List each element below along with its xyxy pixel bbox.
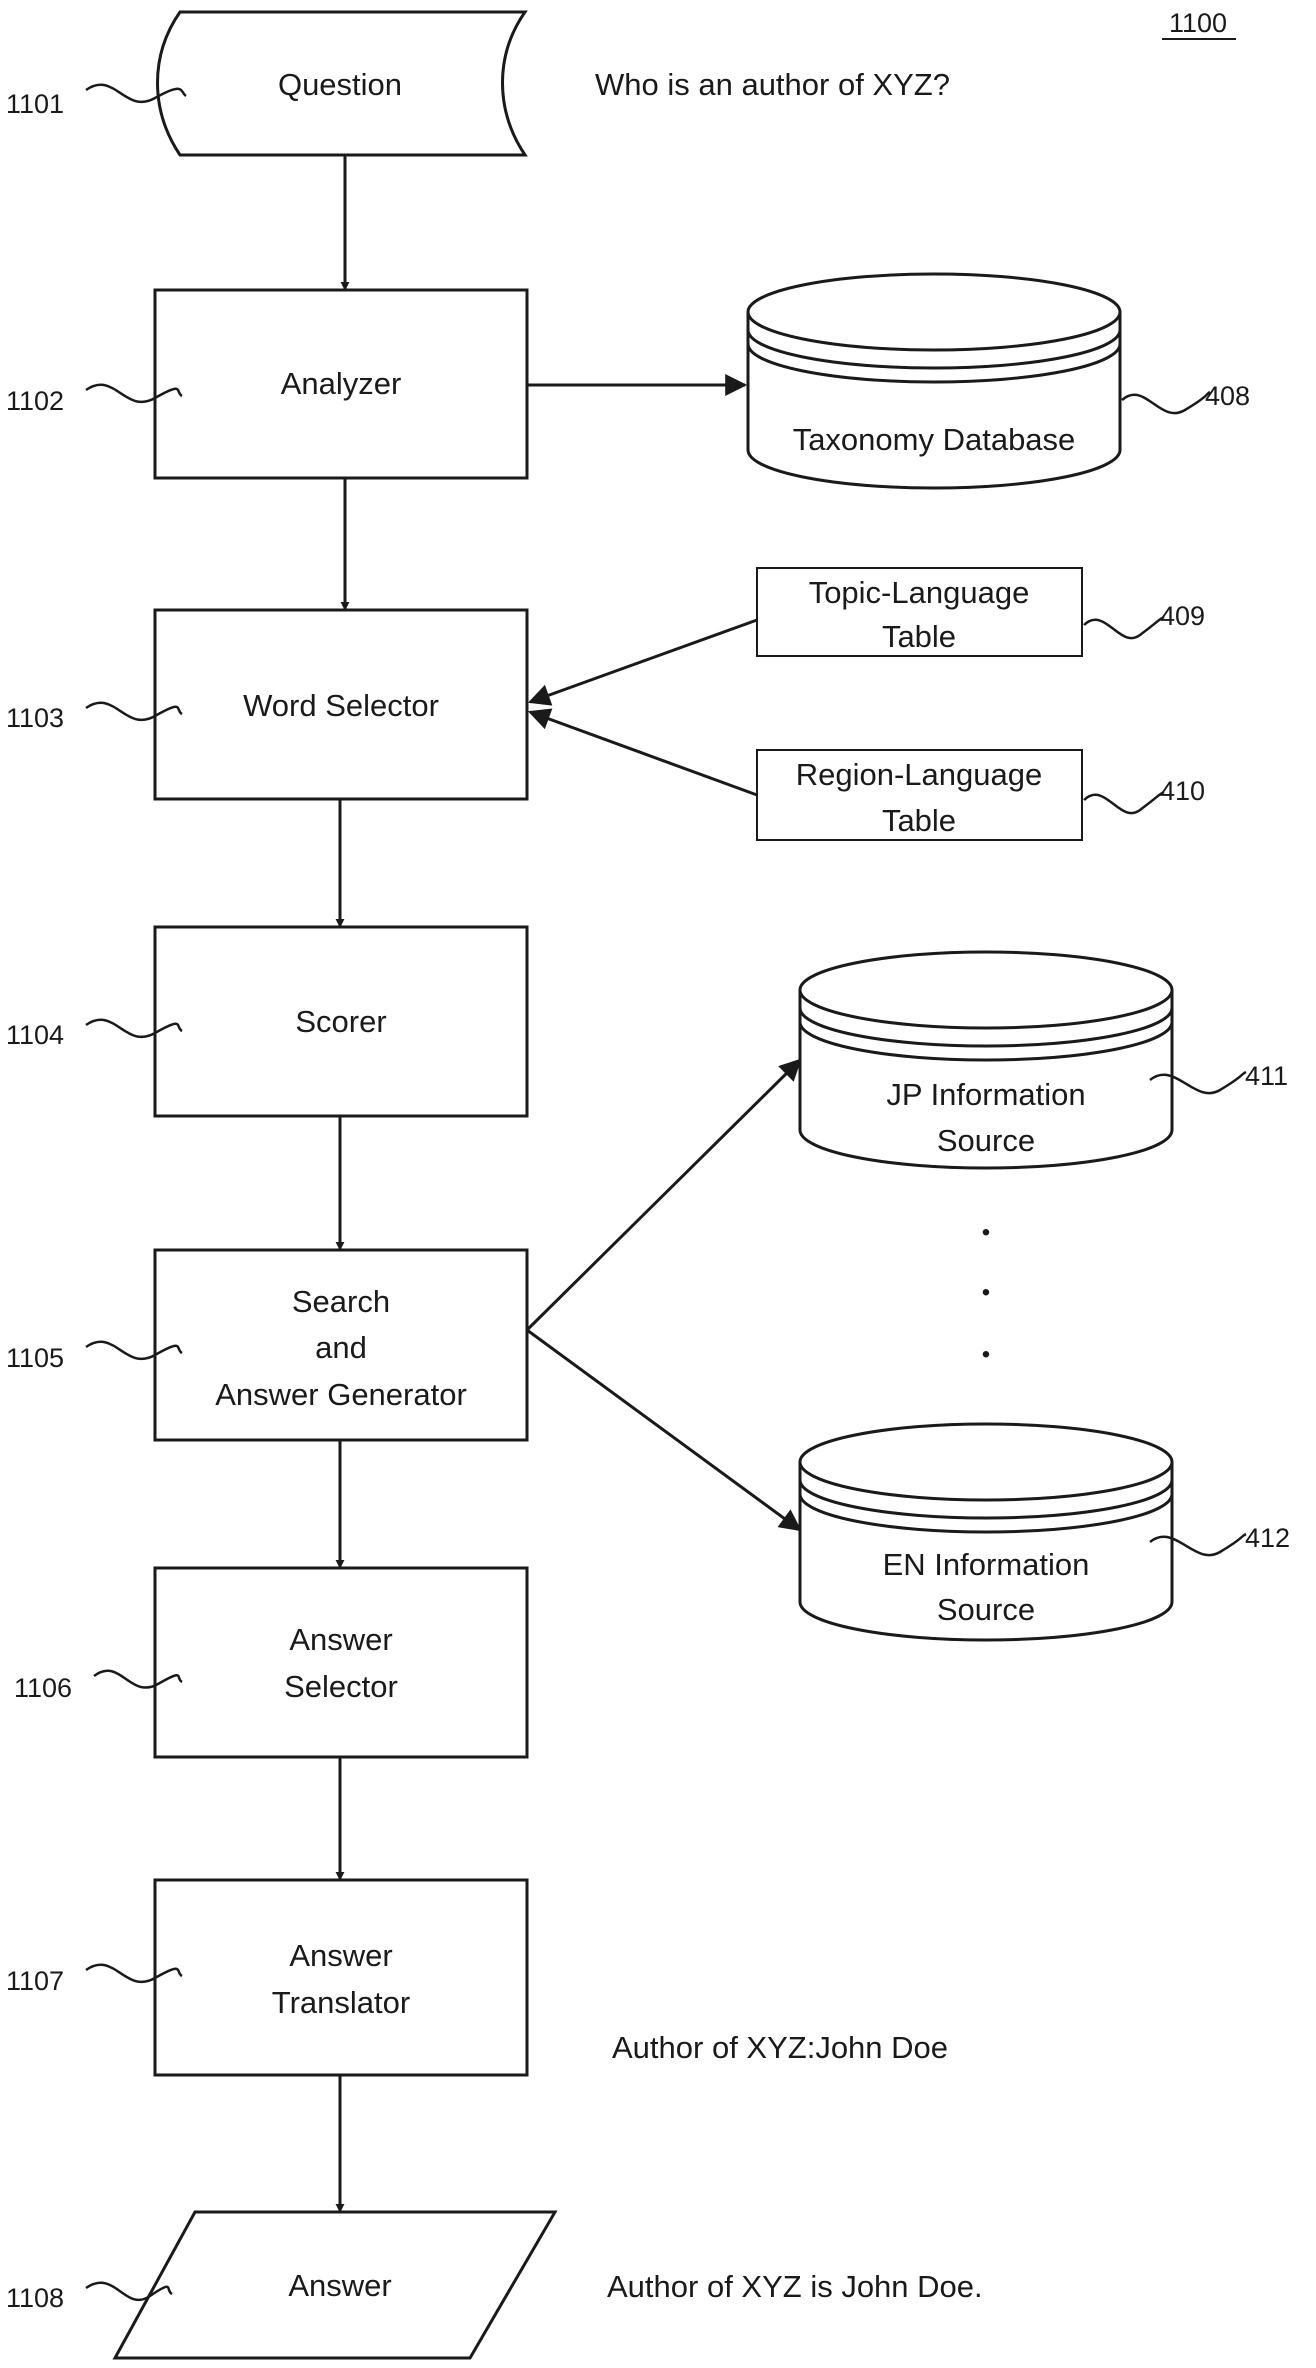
ref-1107: 1107 <box>6 1966 64 1996</box>
answer-selector-line2: Selector <box>284 1669 398 1704</box>
analyzer-node: Analyzer <box>155 290 527 478</box>
figure-number: 1100 <box>1169 8 1227 38</box>
en-source-line1: EN Information <box>883 1547 1090 1582</box>
ref-1101: 1101 <box>6 89 64 119</box>
question-example-text: Who is an author of XYZ? <box>595 67 950 102</box>
topic-language-line2: Table <box>882 619 956 654</box>
question-label: Question <box>278 67 402 102</box>
answer-translator-line2: Translator <box>272 1985 410 2020</box>
leader-410 <box>1084 792 1164 813</box>
ref-1105: 1105 <box>6 1343 64 1373</box>
topic-language-line1: Topic-Language <box>809 575 1030 610</box>
jp-information-source: JP Information Source <box>800 952 1172 1168</box>
ref-1103-visible: 1103 <box>6 703 64 733</box>
answer-translator-line1: Answer <box>289 1938 392 1973</box>
arrow-region-table-to-word-selector <box>530 712 757 795</box>
question-node: Question <box>158 12 526 155</box>
answer-selector-node: Answer Selector <box>155 1568 527 1757</box>
jp-source-line2: Source <box>937 1123 1035 1158</box>
ellipsis-dot-2: • <box>982 1279 990 1306</box>
region-language-table: Region-Language Table <box>757 750 1082 840</box>
arrow-search-to-jp-source <box>527 1060 800 1330</box>
answer-node: Answer <box>115 2212 555 2358</box>
ref-1108: 1108 <box>6 2283 64 2313</box>
search-answer-generator-node: Search and Answer Generator <box>155 1250 527 1440</box>
answer-selector-line1: Answer <box>289 1622 392 1657</box>
en-source-line2: Source <box>937 1592 1035 1627</box>
ref-410: 410 <box>1160 776 1205 806</box>
leader-409 <box>1084 617 1164 638</box>
ref-411: 411 <box>1245 1061 1288 1091</box>
scorer-label: Scorer <box>295 1004 386 1039</box>
ellipsis-dot-1: • <box>982 1219 990 1246</box>
ref-408: 408 <box>1205 381 1250 411</box>
ref-1104: 1104 <box>6 1020 64 1050</box>
region-language-line2: Table <box>882 803 956 838</box>
region-language-line1: Region-Language <box>796 757 1043 792</box>
ellipsis-dot-3: • <box>982 1341 990 1368</box>
taxonomy-database-label: Taxonomy Database <box>793 422 1076 457</box>
answer-label: Answer <box>288 2268 391 2303</box>
ref-409: 409 <box>1160 601 1205 631</box>
en-information-source: EN Information Source <box>800 1424 1172 1640</box>
jp-source-line1: JP Information <box>886 1077 1085 1112</box>
word-selector-label: Word Selector <box>243 688 439 723</box>
ref-412: 412 <box>1245 1523 1290 1553</box>
word-selector-node: Word Selector <box>155 610 527 799</box>
topic-language-table: Topic-Language Table <box>757 568 1082 656</box>
taxonomy-database: Taxonomy Database <box>748 274 1120 488</box>
scorer-node: Scorer <box>155 927 527 1116</box>
ref-1102: 1102 <box>6 386 64 416</box>
ref-1106: 1106 <box>14 1673 72 1703</box>
analyzer-label: Analyzer <box>281 366 402 401</box>
answer-translator-node: Answer Translator <box>155 1880 527 2075</box>
arrow-search-to-en-source <box>527 1330 800 1530</box>
translated-example-text: Author of XYZ:John Doe <box>612 2030 948 2065</box>
leader-408 <box>1122 392 1210 413</box>
search-label-line1: Search <box>292 1284 390 1319</box>
answer-example-text: Author of XYZ is John Doe. <box>607 2269 983 2304</box>
ellipsis-dots: • • • <box>982 1219 990 1368</box>
arrow-topic-table-to-word-selector <box>530 620 757 702</box>
search-label-line2: and <box>315 1330 367 1365</box>
search-label-line3: Answer Generator <box>215 1377 467 1412</box>
